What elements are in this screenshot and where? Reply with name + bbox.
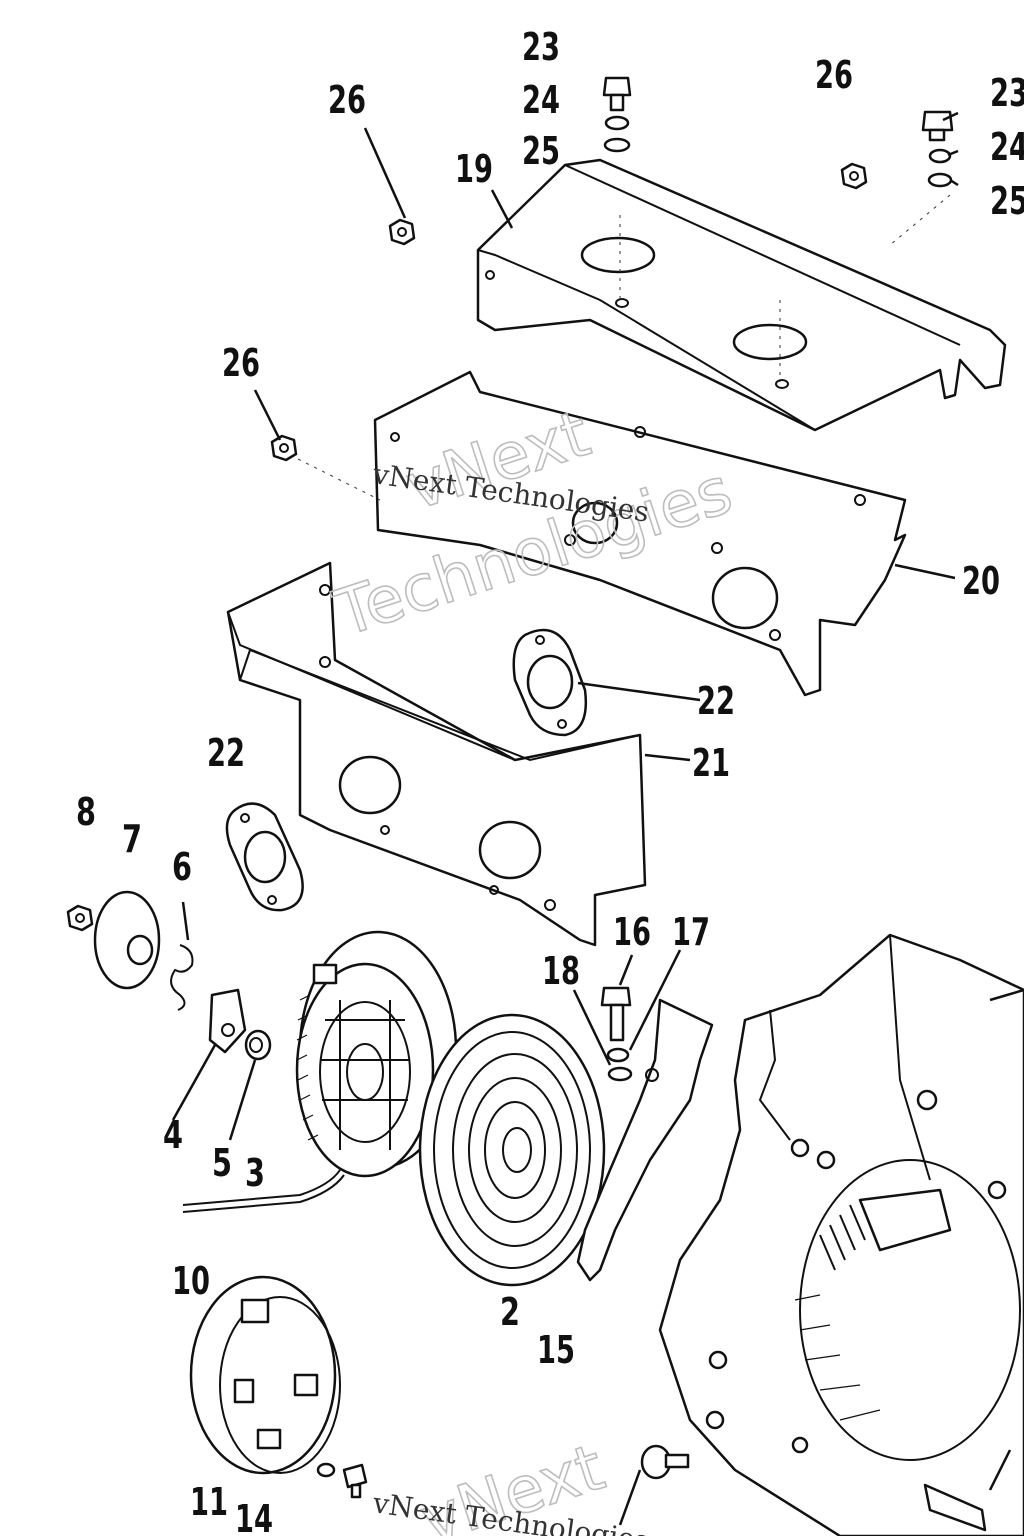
part-3-pulley bbox=[182, 930, 458, 1213]
callout-11: 11 bbox=[190, 1480, 228, 1524]
nut-26-mid bbox=[270, 434, 298, 462]
part-21-lower-shroud bbox=[226, 561, 647, 947]
callout-4: 4 bbox=[163, 1113, 183, 1157]
callout-22-a: 22 bbox=[697, 679, 735, 723]
watermark-bottom: vNext vNext Technologies bbox=[370, 1430, 651, 1536]
part-10-starter-cup bbox=[189, 1275, 341, 1475]
nut-8 bbox=[66, 904, 94, 932]
part-6-spring-clip bbox=[170, 944, 194, 1011]
callout-19: 19 bbox=[455, 147, 493, 191]
part-22-gasket-lower bbox=[225, 802, 304, 912]
part-22-gasket-upper bbox=[512, 628, 588, 737]
callout-26-c: 26 bbox=[222, 341, 260, 385]
nut-26-left bbox=[388, 218, 416, 246]
callout-6: 6 bbox=[172, 845, 192, 889]
callout-20: 20 bbox=[962, 559, 1000, 603]
callout-23-a: 23 bbox=[522, 25, 560, 69]
callout-22-b: 22 bbox=[207, 731, 245, 775]
nut-26-right bbox=[840, 162, 868, 190]
callout-24-a: 24 bbox=[522, 78, 560, 122]
bolt-23-right bbox=[921, 110, 954, 188]
callout-10: 10 bbox=[172, 1259, 210, 1303]
callout-24-b: 24 bbox=[990, 125, 1024, 169]
bolt-16 bbox=[600, 986, 633, 1082]
blower-housing bbox=[658, 933, 1024, 1536]
callout-26-a: 26 bbox=[328, 78, 366, 122]
callout-21: 21 bbox=[692, 741, 730, 785]
part-4-pawl bbox=[208, 988, 247, 1054]
screw-bottom bbox=[640, 1444, 690, 1480]
callout-14: 14 bbox=[235, 1497, 273, 1536]
callout-23-b: 23 bbox=[990, 71, 1024, 115]
part-5-bushing bbox=[244, 1029, 272, 1061]
part-19-top-cover bbox=[476, 158, 1007, 432]
callout-3: 3 bbox=[245, 1151, 265, 1195]
callout-18: 18 bbox=[542, 949, 580, 993]
callout-17: 17 bbox=[672, 910, 710, 954]
callout-26-b: 26 bbox=[815, 53, 853, 97]
part-2-recoil-spring bbox=[418, 1013, 606, 1287]
part-7-washer-disk bbox=[93, 890, 161, 990]
part-15-retainer bbox=[576, 998, 714, 1282]
callout-8: 8 bbox=[76, 790, 96, 834]
callout-labels: 26 23 24 25 26 23 24 25 19 26 20 22 21 2… bbox=[76, 25, 1024, 1536]
leader-lines bbox=[171, 111, 1024, 1526]
screw-11-14 bbox=[316, 1462, 368, 1499]
callout-25-b: 25 bbox=[990, 179, 1024, 223]
callout-7: 7 bbox=[122, 817, 142, 861]
callout-16: 16 bbox=[613, 910, 651, 954]
part-20-back-panel bbox=[289, 370, 907, 697]
bolt-23-top bbox=[602, 76, 632, 153]
callout-15: 15 bbox=[537, 1328, 575, 1372]
callout-2: 2 bbox=[500, 1290, 520, 1334]
callout-5: 5 bbox=[212, 1141, 232, 1185]
callout-25-a: 25 bbox=[522, 129, 560, 173]
